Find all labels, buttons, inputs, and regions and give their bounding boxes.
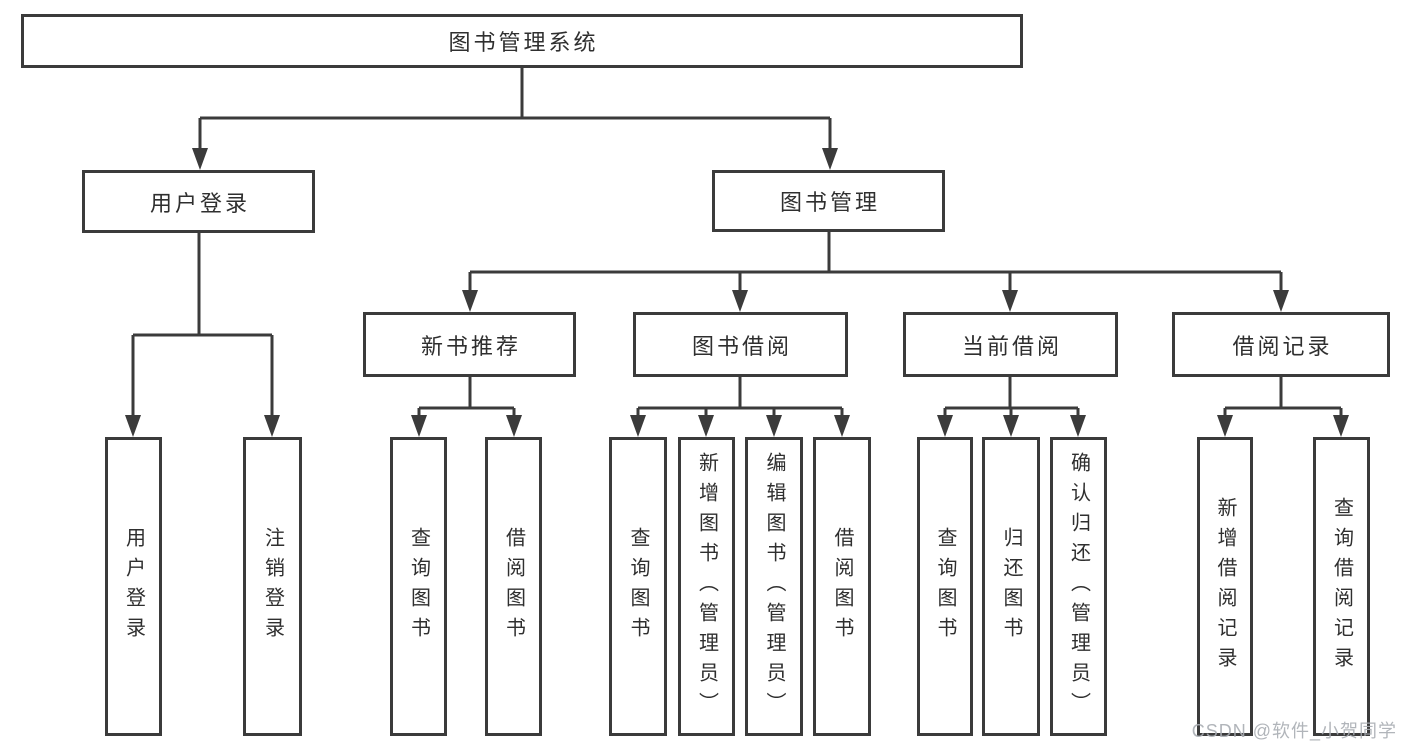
node-label: 归还图书 [1000, 526, 1022, 647]
leaf-query-borrow-record: 查询借阅记录 [1313, 437, 1370, 736]
node-label: 编辑图书（管理员） [763, 451, 785, 722]
leaf-query-books-recommend: 查询图书 [390, 437, 447, 736]
node-new-book-recommendation: 新书推荐 [363, 312, 576, 377]
node-label: 借阅图书 [831, 526, 853, 647]
node-label: 新书推荐 [420, 333, 521, 359]
leaf-logout: 注销登录 [243, 437, 302, 736]
node-book-borrowing: 图书借阅 [633, 312, 848, 377]
node-user-login: 用户登录 [82, 170, 315, 233]
node-label: 借阅图书 [502, 526, 525, 647]
leaf-borrow-books-recommend: 借阅图书 [485, 437, 542, 736]
leaf-edit-book-admin: 编辑图书（管理员） [745, 437, 803, 736]
leaf-confirm-return-admin: 确认归还（管理员） [1050, 437, 1107, 736]
node-label: 查询图书 [627, 526, 649, 647]
watermark: CSDN @软件_小贺同学 [1191, 721, 1397, 741]
leaf-query-books-current: 查询图书 [917, 437, 973, 736]
node-borrowing-records: 借阅记录 [1172, 312, 1390, 377]
node-current-borrowing: 当前借阅 [903, 312, 1118, 377]
node-label: 新增图书（管理员） [695, 451, 718, 722]
leaf-return-book: 归还图书 [982, 437, 1040, 736]
connector-paths [131, 68, 1343, 417]
node-label: 查询图书 [934, 526, 956, 647]
node-label: 图书管理系统 [448, 30, 599, 55]
node-label: 用户登录 [122, 526, 145, 647]
leaf-add-book-admin: 新增图书（管理员） [678, 437, 735, 736]
leaf-query-books-borrow: 查询图书 [609, 437, 667, 736]
node-label: 查询图书 [407, 526, 430, 647]
arrowheads [125, 148, 1349, 437]
node-label: 借阅记录 [1232, 333, 1333, 359]
node-label: 注销登录 [261, 526, 284, 647]
node-label: 查询借阅记录 [1330, 496, 1353, 677]
node-label: 用户登录 [149, 190, 250, 216]
leaf-user-login: 用户登录 [105, 437, 162, 736]
node-label: 图书借阅 [691, 333, 792, 359]
node-label: 图书管理 [779, 190, 880, 215]
node-library-management-system: 图书管理系统 [21, 14, 1023, 68]
leaf-borrow-books-2: 借阅图书 [813, 437, 871, 736]
leaf-add-borrow-record: 新增借阅记录 [1197, 437, 1253, 736]
node-label: 新增借阅记录 [1214, 496, 1236, 677]
node-label: 确认归还（管理员） [1067, 451, 1090, 722]
node-label: 当前借阅 [961, 333, 1062, 359]
node-book-management: 图书管理 [712, 170, 945, 232]
